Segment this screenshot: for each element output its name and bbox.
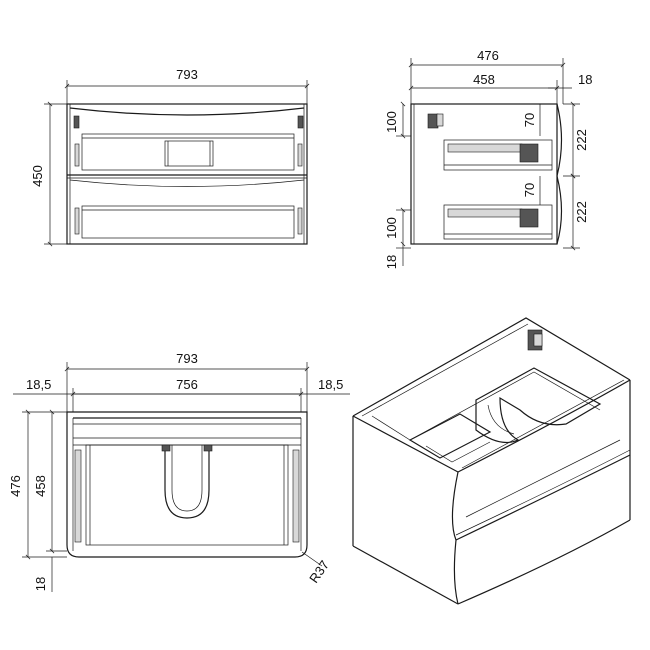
front-width-label: 793 [176,67,198,82]
front-cabinet-outline [66,103,308,245]
side-rail-lower-label: 70 [522,183,537,197]
side-drawer-upper-label: 222 [574,129,589,151]
side-inner-depth-label: 458 [473,72,495,87]
isometric-view [352,317,631,605]
top-front-label: 18 [33,577,48,591]
top-radius-label: R37 [306,558,332,586]
top-side-left-label: 18,5 [26,377,51,392]
side-drawer-lower-label: 222 [574,201,589,223]
top-side-right-label: 18,5 [318,377,343,392]
top-inner-width-label: 756 [176,377,198,392]
side-top-offset-label: 100 [384,111,399,133]
side-view: 476 458 18 222 222 100 100 18 [384,48,592,269]
side-depth-label: 476 [477,48,499,63]
side-front-thickness-label: 18 [578,72,592,87]
side-bottom-offset-label: 100 [384,217,399,239]
side-rail-upper-label: 70 [522,113,537,127]
top-view: 793 756 18,5 18,5 476 458 18 [8,351,350,592]
top-inner-depth-label: 458 [33,475,48,497]
front-view: 793 450 [30,67,310,247]
side-base-label: 18 [384,255,399,269]
front-height-label: 450 [30,165,45,187]
top-depth-label: 476 [8,475,23,497]
top-overall-width-label: 793 [176,351,198,366]
top-cabinet-outline [66,411,308,558]
